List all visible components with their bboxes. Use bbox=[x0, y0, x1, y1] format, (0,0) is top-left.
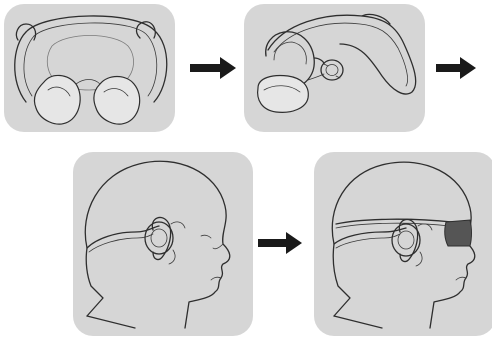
step-3-panel bbox=[73, 152, 253, 336]
step-2-panel bbox=[244, 4, 425, 132]
headphones-folded-icon bbox=[4, 4, 175, 132]
headphones-side-view-icon bbox=[244, 4, 425, 132]
head-wearing-headphones-icon bbox=[73, 152, 253, 336]
step-4-panel bbox=[314, 152, 492, 336]
right-arrow-icon bbox=[436, 57, 476, 83]
right-arrow-icon bbox=[190, 57, 236, 83]
step-1-panel bbox=[4, 4, 175, 132]
head-wearing-headphones-with-eye-mask-icon bbox=[314, 152, 492, 336]
right-arrow-icon bbox=[258, 232, 302, 258]
